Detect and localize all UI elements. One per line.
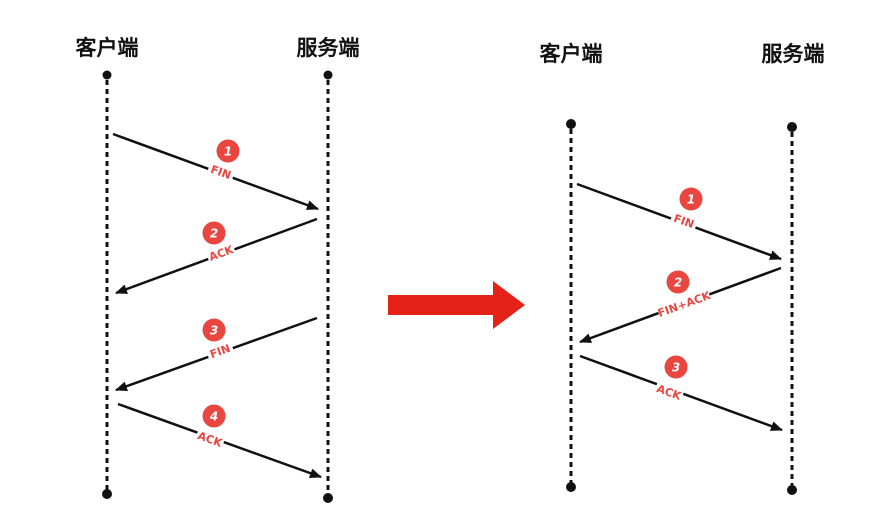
left-client-bottom-dot [102,489,112,499]
right-step-2-label: FIN+ACK [656,289,713,320]
left-client-label: 客户端 [76,36,139,60]
left-step-4-badge [202,404,226,428]
left-step-3-label: FIN [208,342,232,361]
right-step-1-label-bg [669,209,699,233]
right-server-bottom-dot [787,485,797,495]
left-step-1-badge [216,139,240,163]
right-step-3-label: ACK [655,382,683,403]
left-step-3-number: 3 [210,324,218,338]
right-step-1-badge [679,187,703,211]
right-client-bottom-dot [566,482,576,492]
left-step-1-number: 1 [224,145,232,159]
transition-arrow-icon [388,281,525,329]
left-step-1-label: FIN [209,163,233,182]
left-step-3-badge [202,318,226,342]
left-step-2-number: 2 [210,227,218,241]
left-step-2-label: ACK [207,243,235,264]
left-step-4-label: ACK [196,429,224,450]
right-step-1-number: 1 [687,193,695,207]
right-client-top-dot [566,119,576,129]
right-step-1-label: FIN [672,212,696,231]
right-client-label: 客户端 [540,42,603,66]
left-client-top-dot [102,70,112,80]
left-step-2-label-bg [205,241,237,265]
left-step-2-badge [202,221,226,245]
right-server-top-dot [787,122,797,132]
left-step-3-label-bg [205,339,235,363]
right-step-3-number: 3 [672,361,680,375]
left-step-4-label-bg [194,427,226,451]
right-step-3-label-bg [653,380,685,404]
right-step-2-number: 2 [674,276,682,290]
right-step-3-badge [664,355,688,379]
left-server-label: 服务端 [297,36,360,60]
right-server-label: 服务端 [762,42,825,66]
left-step-4-number: 4 [209,410,218,424]
left-diagram: 客户端 服务端 1 FIN 2 ACK [76,36,360,503]
right-step-2-label-bg [656,288,712,320]
left-step-1-label-bg [206,160,236,184]
left-server-bottom-dot [323,493,333,503]
right-diagram: 客户端 服务端 1 FIN 2 FIN+ACK [540,42,825,495]
left-server-top-dot [323,70,333,80]
right-step-2-badge [666,270,690,294]
